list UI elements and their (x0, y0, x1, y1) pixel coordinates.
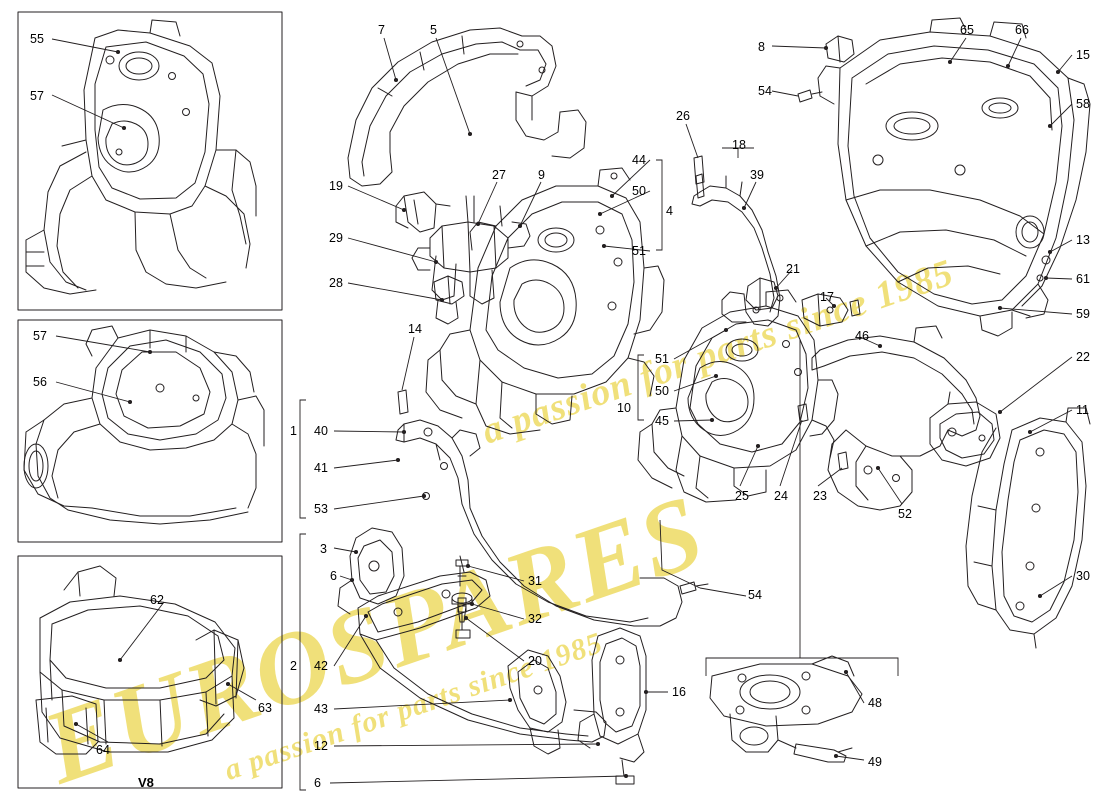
callout-20: 20 (528, 654, 542, 668)
callout-11: 11 (1076, 403, 1089, 417)
callout-24: 24 (774, 489, 788, 503)
callout-54: 54 (748, 588, 762, 602)
callout-59: 59 (1076, 307, 1090, 321)
callout-14: 14 (408, 322, 422, 336)
callout-4: 4 (666, 204, 673, 218)
callout-48: 48 (868, 696, 882, 710)
callout-53: 53 (314, 502, 328, 516)
callout-57: 57 (30, 89, 44, 103)
callout-51: 51 (632, 244, 646, 258)
callout-8: 8 (758, 40, 765, 54)
callout-50: 50 (655, 384, 669, 398)
callout-9: 9 (538, 168, 545, 182)
callout-17: 17 (820, 290, 834, 304)
callout-46: 46 (855, 329, 869, 343)
callout-16: 16 (672, 685, 686, 699)
callout-15: 15 (1076, 48, 1090, 62)
callout-45: 45 (655, 414, 669, 428)
callout-27: 27 (492, 168, 506, 182)
callout-50: 50 (632, 184, 646, 198)
callout-2: 2 (290, 659, 297, 673)
callout-43: 43 (314, 702, 328, 716)
callout-10: 10 (617, 401, 631, 415)
callout-V8: V8 (138, 775, 154, 790)
callout-41: 41 (314, 461, 328, 475)
callout-13: 13 (1076, 233, 1090, 247)
callout-55: 55 (30, 32, 44, 46)
callout-51: 51 (655, 352, 669, 366)
callout-40: 40 (314, 424, 328, 438)
callout-32: 32 (528, 612, 542, 626)
callout-1: 1 (290, 424, 297, 438)
callout-39: 39 (750, 168, 764, 182)
callout-21: 21 (786, 262, 800, 276)
callout-18: 18 (732, 138, 746, 152)
callout-54: 54 (758, 84, 772, 98)
callout-64: 64 (96, 743, 110, 757)
callout-42: 42 (314, 659, 328, 673)
callout-6: 6 (330, 569, 337, 583)
callout-52: 52 (898, 507, 912, 521)
callout-22: 22 (1076, 350, 1090, 364)
callout-58: 58 (1076, 97, 1090, 111)
callout-26: 26 (676, 109, 690, 123)
callout-29: 29 (329, 231, 343, 245)
callout-30: 30 (1076, 569, 1090, 583)
callout-56: 56 (33, 375, 47, 389)
callout-3: 3 (320, 542, 327, 556)
callout-6: 6 (314, 776, 321, 790)
callout-7: 7 (378, 23, 385, 37)
callout-57: 57 (33, 329, 47, 343)
callout-49: 49 (868, 755, 882, 769)
callout-5: 5 (430, 23, 437, 37)
callout-28: 28 (329, 276, 343, 290)
callout-62: 62 (150, 593, 164, 607)
callout-65: 65 (960, 23, 974, 37)
callout-44: 44 (632, 153, 646, 167)
callout-23: 23 (813, 489, 827, 503)
callout-66: 66 (1015, 23, 1029, 37)
callout-25: 25 (735, 489, 749, 503)
callout-61: 61 (1076, 272, 1090, 286)
callout-12: 12 (314, 739, 328, 753)
callout-63: 63 (258, 701, 272, 715)
callout-31: 31 (528, 574, 542, 588)
callout-19: 19 (329, 179, 343, 193)
